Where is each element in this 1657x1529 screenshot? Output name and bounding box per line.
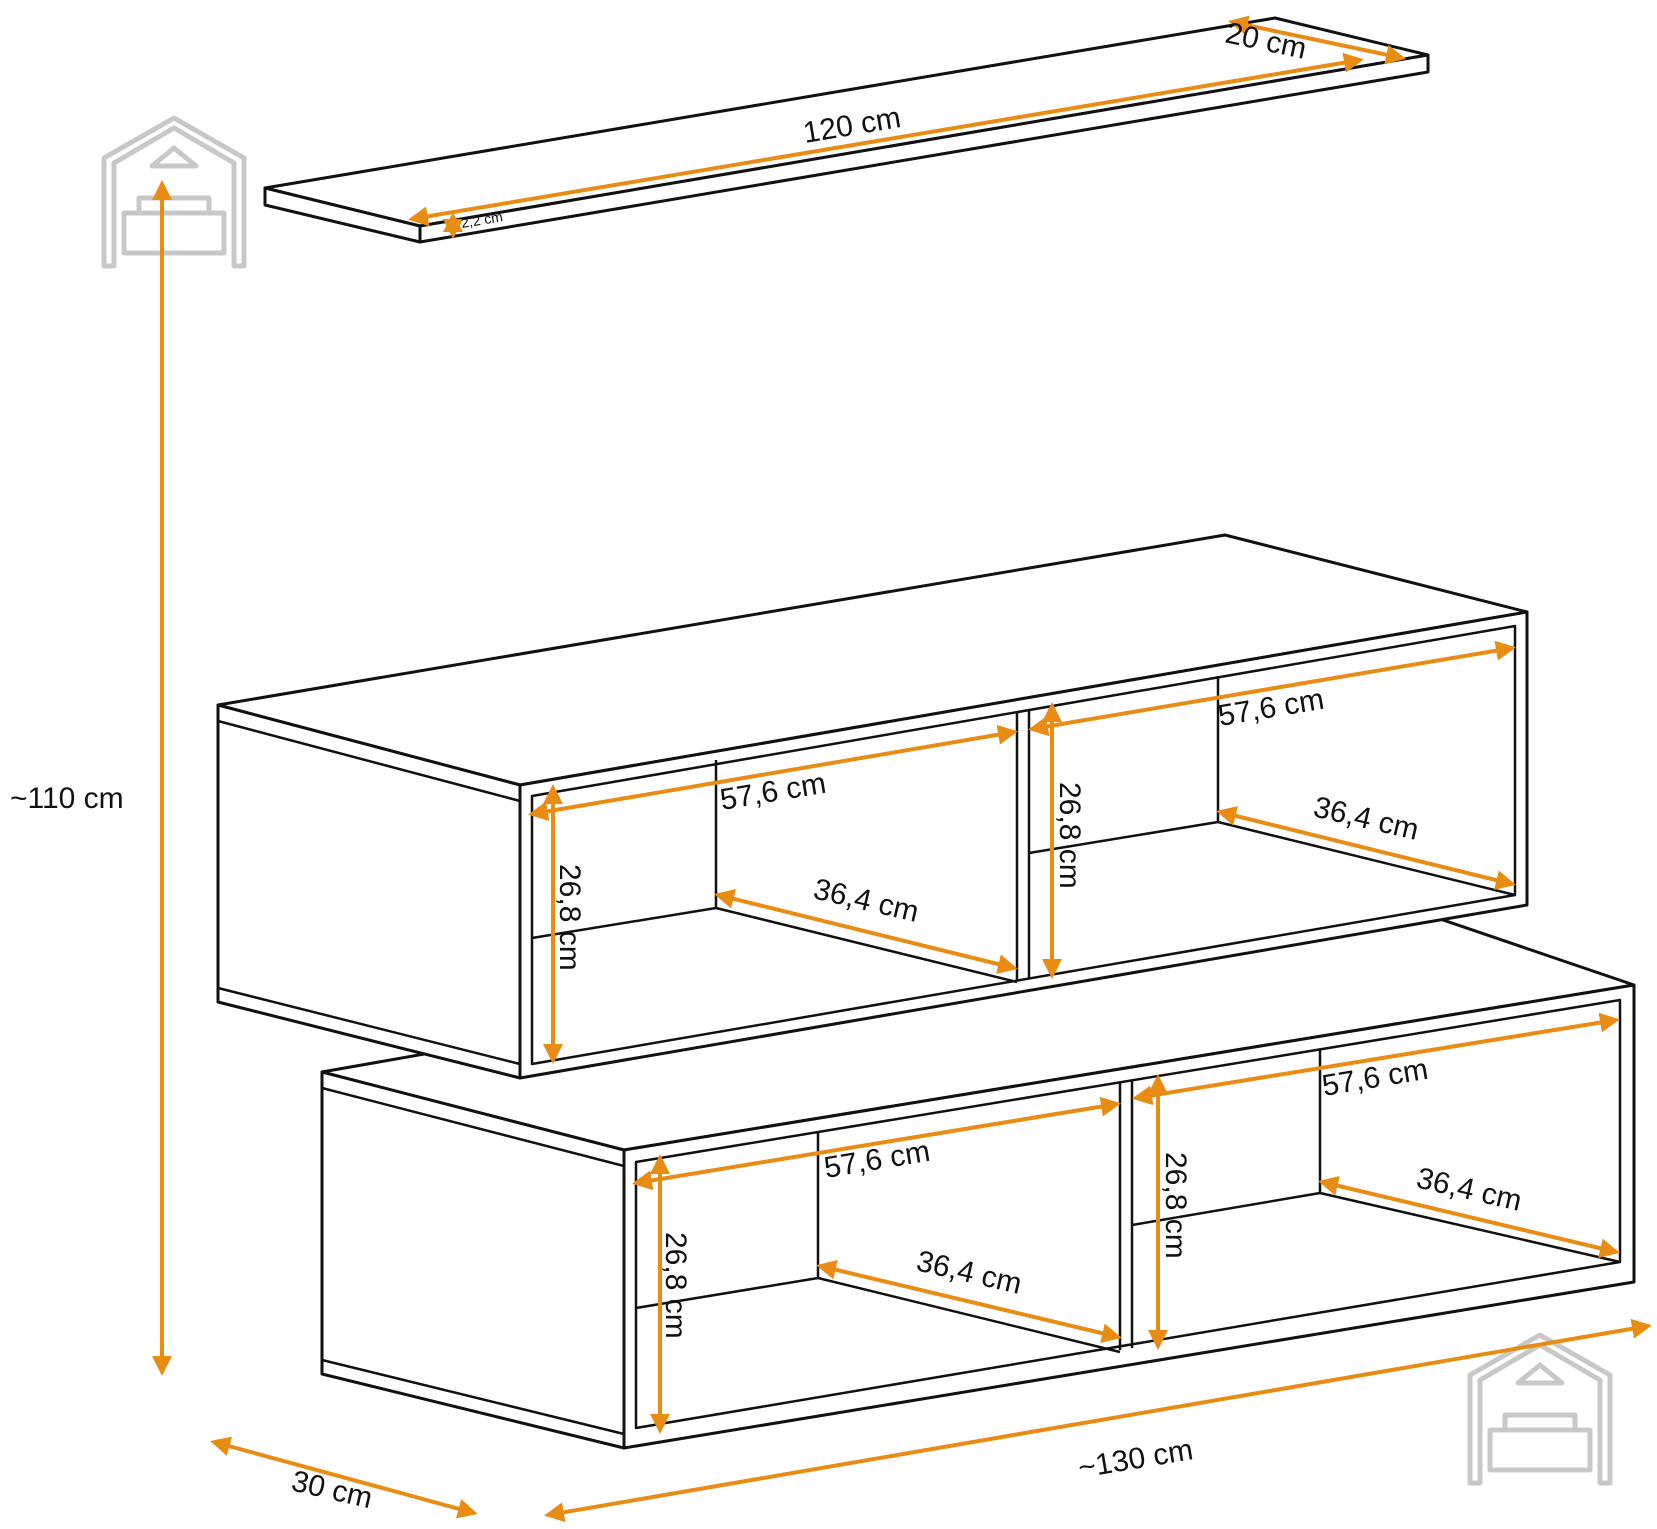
overall-height-label: ~110 cm bbox=[10, 782, 124, 815]
lower-left-height-label: 26,8 cm bbox=[659, 1232, 692, 1339]
upper-left-height-label: 26,8 cm bbox=[553, 864, 586, 971]
house-sofa-icon bbox=[101, 115, 247, 269]
upper-right-height-label: 26,8 cm bbox=[1053, 782, 1086, 889]
house-sofa-icon bbox=[1467, 1332, 1613, 1486]
watermark-logo-top-left bbox=[101, 115, 247, 269]
lower-right-height-label: 26,8 cm bbox=[1159, 1152, 1192, 1259]
watermark-logo-bottom-right bbox=[1467, 1332, 1613, 1486]
shelf-thickness-label: 2,2 cm bbox=[460, 208, 504, 231]
overall-width-label: ~130 cm bbox=[1076, 1433, 1196, 1485]
overall-depth-label: 30 cm bbox=[288, 1465, 375, 1516]
